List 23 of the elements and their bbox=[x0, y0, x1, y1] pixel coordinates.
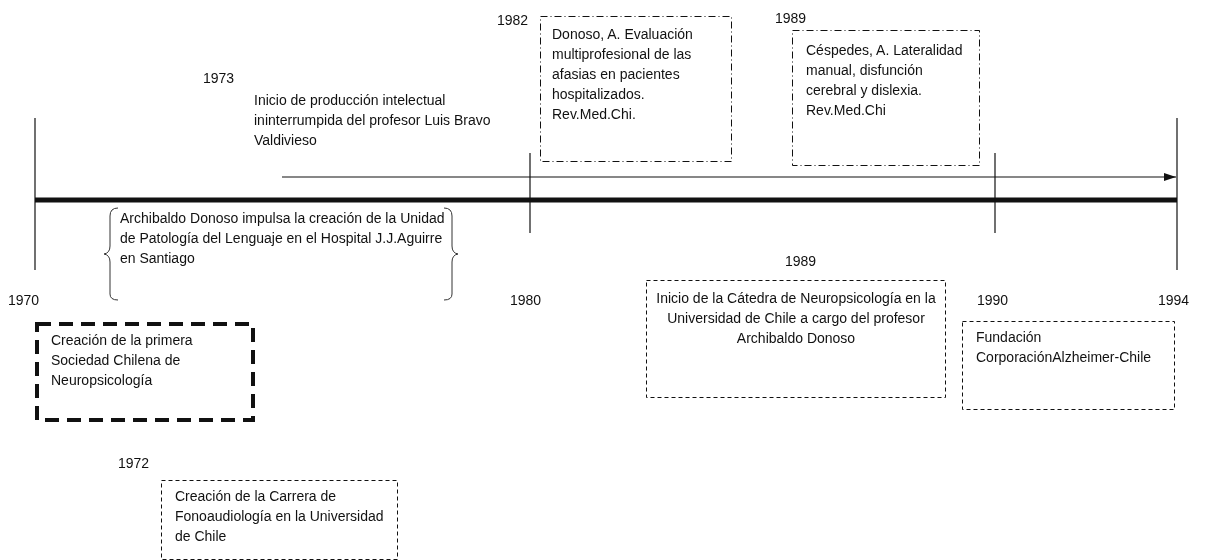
year-label: 1990 bbox=[977, 291, 1009, 310]
year-label: 1970 bbox=[8, 291, 40, 310]
event-text: Fundación CorporaciónAlzheimer-Chile bbox=[976, 328, 1153, 367]
event-box bbox=[35, 322, 255, 422]
event-text: Inicio de la Cátedra de Neuropsicología en la Universidad de Chile a cargo del profesor Archibaldo Donoso bbox=[655, 289, 937, 348]
event-text: Creación de la Carrera de Fonoaudiología en la Universidad de Chile bbox=[175, 487, 384, 546]
event-text: Donoso, A. Evaluación multiprofesional de las afasias en pacientes hospitalizados. Rev.Med.Chi. bbox=[552, 25, 694, 124]
event-box bbox=[540, 16, 732, 162]
event-box bbox=[646, 280, 946, 398]
year-label: 1972 bbox=[118, 455, 150, 471]
year-label: 1989 bbox=[775, 10, 807, 26]
event-box bbox=[792, 30, 980, 166]
year-label: 1994 bbox=[1158, 291, 1190, 310]
event-text: Céspedes, A. Lateralidad manual, disfunción cerebral y dislexia. Rev.Med.Chi bbox=[806, 41, 964, 120]
year-label: 1980 bbox=[510, 291, 542, 310]
year-label: 1982 bbox=[497, 12, 529, 28]
event-box bbox=[161, 480, 398, 560]
year-label: 1989 bbox=[785, 253, 817, 269]
event-box bbox=[962, 321, 1175, 410]
year-label: 1973 bbox=[203, 69, 235, 88]
event-text: Archibaldo Donoso impulsa la creación de la Unidad de Patología del Lenguaje en el Hospital J.J.Aguirre en Santiago bbox=[120, 209, 445, 268]
note-text: Inicio de producción intelectual ininterrumpida del profesor Luis Bravo Valdivieso bbox=[254, 91, 492, 150]
event-text: Creación de la primera Sociedad Chilena de Neuropsicología bbox=[51, 331, 194, 390]
